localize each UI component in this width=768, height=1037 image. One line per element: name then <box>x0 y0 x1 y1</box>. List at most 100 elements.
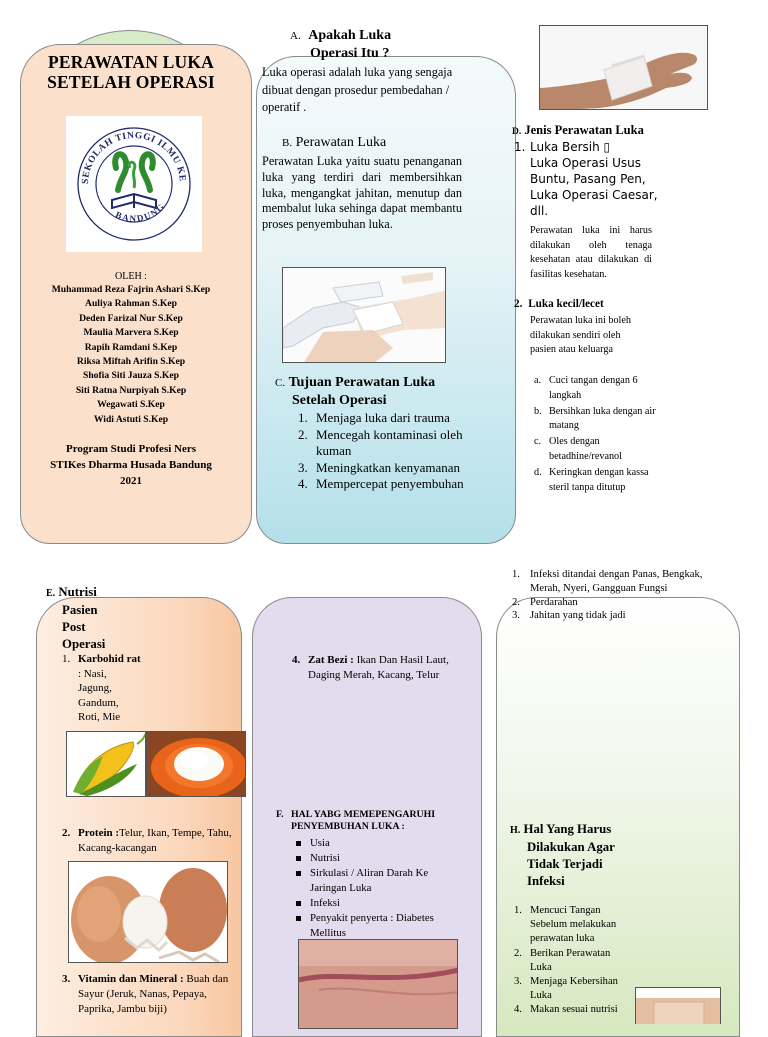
author-name: Deden Farizal Nur S.Kep <box>79 312 183 324</box>
section-h-heading-line2: Dilakukan Agar <box>527 840 615 854</box>
list-number: 2. <box>512 596 520 608</box>
section-c-list: 1. Menjaga luka dari trauma 2. Mencegah kon… <box>298 410 470 493</box>
section-h-heading-line1: Hal Yang Harus <box>523 822 612 836</box>
zat-bezi-item: 4. Zat Bezi : Ikan Dan Hasil Laut, Dagin… <box>292 654 449 681</box>
program-block: Program Studi Profesi Ners STIKes Dharma… <box>22 441 240 489</box>
author-name: Muhammad Reza Fajrin Ashari S.Kep <box>51 284 211 295</box>
nutrition-panel <box>36 597 242 1037</box>
step-marker: a. <box>534 375 542 386</box>
right-panel-bottom <box>496 597 740 1037</box>
section-h-letter: H. <box>510 825 521 836</box>
section-a-letter: A. <box>290 30 301 42</box>
step-text: Cuci tangan dengan 6 langkah <box>549 375 638 401</box>
page-title: PERAWATAN LUKA SETELAH OPERASI <box>22 52 240 92</box>
corn-photo <box>66 731 146 797</box>
author-name: Shofia Siti Jauza S.Kep <box>83 370 179 382</box>
list-text: Perdarahan <box>530 596 578 608</box>
author-name: Wegawati S.Kep <box>97 399 165 411</box>
step-item: c. Oles dengan betadhine/revanol <box>534 435 664 464</box>
list-number: 4. <box>514 1004 522 1016</box>
section-h-list: 1. Mencuci Tangan Sebelum melakukan peraw… <box>514 904 626 1018</box>
section-c-heading: C. Tujuan Perawatan Luka Setelah Operasi <box>275 374 495 409</box>
authors-label: OLEH : <box>115 271 147 282</box>
section-b-letter: B. <box>282 137 293 149</box>
rice-photo <box>146 731 246 797</box>
protein-label: Protein : <box>78 827 120 839</box>
list-item: 1. Infeksi ditandai dengan Panas, Bengkak… <box>512 568 722 596</box>
bullet-text: Nutrisi <box>310 852 340 864</box>
list-number: 1. <box>298 410 308 425</box>
section-c-letter: C. <box>275 377 286 389</box>
section-a-heading: A. Apakah Luka Operasi Itu ? <box>290 27 490 62</box>
list-number: 1. <box>514 905 522 916</box>
bullet-text: Sirkulasi / Aliran Darah Ke Jaringan Luk… <box>310 867 429 894</box>
bullet-item: Sirkulasi / Aliran Darah Ke Jaringan Luk… <box>296 866 466 896</box>
vitamin-label: Vitamin dan Mineral : <box>78 973 184 985</box>
vitamin-item: 3. Vitamin dan Mineral : Buah dan Sayur … <box>62 973 229 1015</box>
list-text: Menjaga luka dari trauma <box>316 410 450 425</box>
author-name: Rapih Ramdani S.Kep <box>84 341 178 353</box>
bullet-text: Penyakit penyerta : Diabetes Mellitus <box>310 912 434 939</box>
author-name: Auliya Rahman S.Kep <box>85 298 177 310</box>
zat-bezi-label: Zat Bezi : <box>308 654 354 666</box>
list-text: Mencegah kontaminasi oleh kuman <box>316 426 463 459</box>
list-item: 1. Mencuci Tangan Sebelum melakukan peraw… <box>514 904 626 947</box>
list-item: 2. Perdarahan <box>512 596 722 610</box>
square-bullet-icon <box>296 901 301 906</box>
section-e-heading: E. Nutrisi Pasien Post Operasi <box>46 584 105 653</box>
section-d-item2: 2. Luka kecil/lecet <box>514 298 604 310</box>
section-e-heading-line2: Pasien <box>62 603 98 617</box>
section-d-item1-number: 1. <box>514 140 526 154</box>
list-number: 2. <box>298 426 308 442</box>
program-line-2: STIKes Dharma Husada Bandung <box>50 459 212 472</box>
section-d-heading: D. Jenis Perawatan Luka <box>512 123 644 138</box>
step-item: a. Cuci tangan dengan 6 langkah <box>534 374 664 403</box>
author-name: Siti Ratna Nurpiyah S.Kep <box>75 384 187 396</box>
list-item: 4.Mempercepat penyembuhan <box>298 476 470 493</box>
section-a-heading-line1: Apakah Luka <box>308 28 392 43</box>
list-text: Jahitan yang tidak jadi <box>530 610 626 622</box>
list-number: 3. <box>512 610 520 622</box>
section-d-item1-title: Luka Bersih ▯ <box>530 140 611 154</box>
section-f-heading-text: HAL YABG MEMEPENGARUHI PENYEMBUHAN LUKA … <box>291 809 436 832</box>
list-number: 3. <box>298 459 308 475</box>
program-line-1: Program Studi Profesi Ners <box>65 443 197 456</box>
list-item: 3.Meningkatkan kenyamanan <box>298 460 470 477</box>
section-d-item1: 1. Luka Bersih ▯ Luka Operasi Usus Buntu… <box>514 139 664 219</box>
section-h-heading-line3: Tidak Terjadi <box>527 857 603 871</box>
section-e-letter: E. <box>46 588 56 599</box>
square-bullet-icon <box>296 871 301 876</box>
list-text: Infeksi ditandai dengan Panas, Bengkak, … <box>530 569 703 594</box>
list-text: Mencuci Tangan Sebelum melakukan perawat… <box>530 905 617 945</box>
program-line-3: 2021 <box>120 475 142 488</box>
section-b-body: Perawatan Luka yaitu suatu penanganan lu… <box>262 154 462 232</box>
list-number: 2. <box>514 947 522 959</box>
section-a-body: Luka operasi adalah luka yang sengaja di… <box>262 65 453 114</box>
bandage-closeup-photo <box>635 987 721 1024</box>
section-c-heading-line1: Tujuan Perawatan Luka <box>288 375 436 390</box>
list-item: 3.Menjaga Kebersihan Luka <box>514 975 626 1003</box>
section-h-heading-line4: Infeksi <box>527 874 565 888</box>
section-e-heading-line3: Post <box>62 620 86 634</box>
list-item: 1. Menjaga luka dari trauma <box>298 410 470 427</box>
bullet-item: Penyakit penyerta : Diabetes Mellitus <box>296 911 466 941</box>
bullet-item: Infeksi <box>296 896 466 911</box>
section-e-heading-line4: Operasi <box>62 637 106 651</box>
square-bullet-icon <box>296 841 301 846</box>
step-text: Oles dengan betadhine/revanol <box>549 436 622 462</box>
section-g-list: 1. Infeksi ditandai dengan Panas, Bengkak… <box>512 568 722 623</box>
list-number: 1. <box>512 569 520 580</box>
section-c-heading-line2: Setelah Operasi <box>292 393 387 408</box>
author-name: Riksa Miftah Arifin S.Kep <box>76 356 186 368</box>
step-marker: d. <box>534 467 542 479</box>
author-name: Maulia Marvera S.Kep <box>83 327 179 339</box>
section-d-item1-sub: Luka Operasi Usus Buntu, Pasang Pen, Luk… <box>530 156 658 218</box>
list-item: 3. Jahitan yang tidak jadi <box>512 609 722 623</box>
list-number: 4. <box>298 476 308 491</box>
section-a-heading-line2: Operasi Itu ? <box>310 46 390 61</box>
step-marker: c. <box>534 436 542 448</box>
list-item: 4.Makan sesuai nutrisi <box>514 1003 626 1017</box>
protein-item: 2. Protein :Telur, Ikan, Tempe, Tahu, Ka… <box>62 827 232 854</box>
